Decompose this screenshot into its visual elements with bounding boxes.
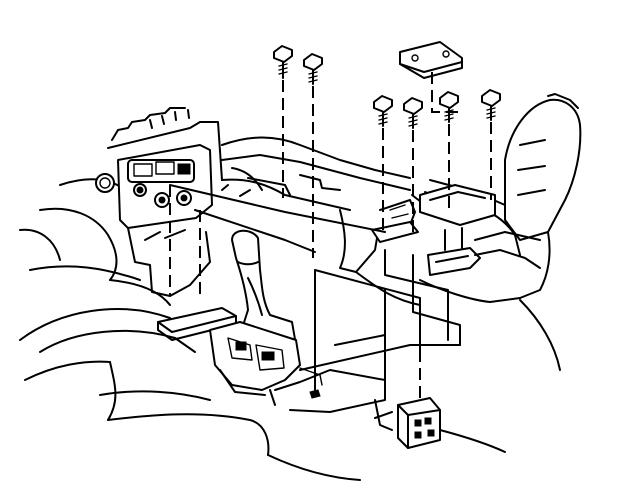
floor-outline <box>267 299 561 481</box>
console-bracket <box>419 184 496 276</box>
console-trim-plate <box>157 307 237 341</box>
bolt-4 <box>403 97 423 129</box>
bolt-5 <box>439 91 459 123</box>
alignment-lines <box>169 72 492 402</box>
instrument-panel-bezel <box>95 107 223 297</box>
bolt-3 <box>373 95 393 127</box>
gear-shift-lever <box>231 229 297 353</box>
module-connector <box>397 397 441 449</box>
passenger-seat-cushion <box>19 308 270 456</box>
bolt-2 <box>303 53 323 85</box>
bolt-1 <box>273 45 293 79</box>
floor-bracket <box>274 367 393 431</box>
bolt-6 <box>481 89 501 121</box>
shifter-assembly <box>209 321 301 406</box>
leader-lines <box>169 184 461 396</box>
clip-bracket <box>399 41 463 79</box>
fastener-bolts <box>273 45 501 129</box>
